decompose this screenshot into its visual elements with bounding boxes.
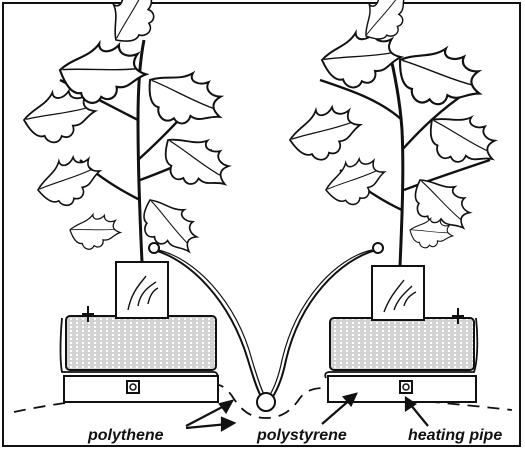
label-heating-pipe: heating pipe	[408, 428, 502, 444]
right-growing-unit	[320, 46, 490, 402]
left-foliage	[19, 0, 239, 262]
label-polystyrene: polystyrene	[257, 428, 347, 444]
right-foliage	[283, 0, 503, 249]
right-heating-pipe	[400, 381, 412, 393]
left-dripper-end	[149, 243, 159, 253]
left-heating-pipe	[127, 381, 139, 393]
right-cube	[372, 266, 424, 320]
left-slab	[66, 316, 216, 370]
left-cube	[116, 262, 168, 318]
supply-pipe	[257, 393, 275, 411]
right-dripper-end	[373, 243, 383, 253]
right-slab	[330, 318, 474, 370]
label-polythene: polythene	[88, 428, 164, 444]
left-polystyrene-block	[64, 376, 218, 402]
